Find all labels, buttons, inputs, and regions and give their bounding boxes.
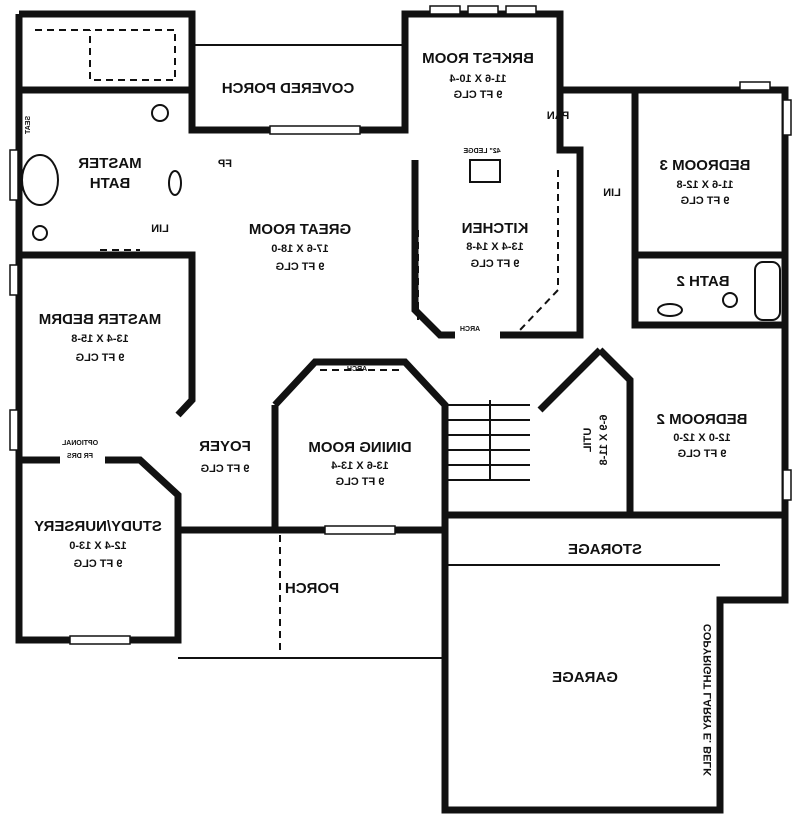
master-bedrm-label: MASTER BEDRM — [39, 311, 162, 328]
fixtures — [21, 104, 781, 481]
windows — [9, 5, 792, 645]
study-size: 12-4 X 13-0 — [69, 540, 126, 552]
dining-room-size: 13-6 X 13-4 — [330, 460, 388, 472]
master-bedrm-ceiling: 9 FT CLG — [76, 352, 125, 364]
fp-label: FP — [218, 158, 232, 170]
arch-label: ARCH — [460, 326, 480, 333]
porch-label: PORCH — [285, 580, 339, 597]
garage-label: GARAGE — [552, 669, 618, 686]
stairs — [448, 400, 530, 481]
fr-drs-label: FR DRS — [67, 453, 93, 460]
foyer-label: FOYER — [199, 438, 251, 455]
bedroom3-size: 11-6 X 12-8 — [677, 179, 734, 191]
study-label: STUDY/NURSERY — [34, 518, 162, 535]
kitchen-size: 13-4 X 14-8 — [466, 241, 523, 253]
arch-label-2: ARCH — [347, 366, 367, 373]
lin-label: LIN — [151, 223, 169, 235]
study-ceiling: 9 FT CLG — [74, 558, 123, 570]
foyer-ceiling: 9 FT CLG — [201, 463, 250, 475]
optional-label: OPTIONAL — [61, 440, 98, 447]
great-room-label: GREAT ROOM — [249, 221, 351, 238]
pan-label: PAN — [547, 110, 569, 122]
kitchen-label: KITCHEN — [462, 220, 529, 237]
dining-room-ceiling: 9 FT CLG — [336, 476, 385, 488]
brkfst-room-size: 11-6 X 10-4 — [449, 73, 507, 85]
bedroom2-size: 12-0 X 12-0 — [673, 432, 730, 444]
bedroom3-label: BEDROOM 3 — [660, 157, 751, 174]
ledge-label: 42" LEDGE — [463, 148, 500, 155]
dining-room-label: DINING ROOM — [308, 439, 411, 456]
master-bath-label-2: BATH — [90, 175, 131, 192]
master-bedrm-size: 13-4 X 15-8 — [71, 333, 128, 345]
kitchen-ceiling: 9 FT CLG — [471, 258, 520, 270]
lin-label-2: LIN — [603, 187, 621, 199]
great-room-size: 17-6 X 18-0 — [271, 243, 328, 255]
great-room-ceiling: 9 FT CLG — [276, 261, 325, 273]
storage-label: STORAGE — [568, 541, 642, 558]
copyright-label: COPYRIGHT LARRY E. BELK — [702, 624, 714, 776]
brkfst-room-label: BRKFST ROOM — [422, 50, 534, 67]
master-bath-label: MASTER — [78, 155, 142, 172]
brkfst-room-ceiling: 9 FT CLG — [454, 89, 503, 101]
covered-porch-label: COVERED PORCH — [222, 80, 355, 97]
porch-outline — [35, 29, 720, 659]
bath2-label: BATH 2 — [676, 273, 729, 290]
util-label: UTIL — [582, 428, 594, 453]
util-size: 6-9 X 11-8 — [598, 415, 610, 466]
seat-label: SEAT — [25, 116, 32, 135]
labels: COVERED PORCH BRKFST ROOM 11-6 X 10-4 9 … — [25, 50, 750, 776]
bedroom2-label: BEDROOM 2 — [657, 411, 748, 428]
walls — [15, 10, 789, 814]
bedroom3-ceiling: 9 FT CLG — [681, 195, 730, 207]
bedroom2-ceiling: 9 FT CLG — [678, 448, 727, 460]
